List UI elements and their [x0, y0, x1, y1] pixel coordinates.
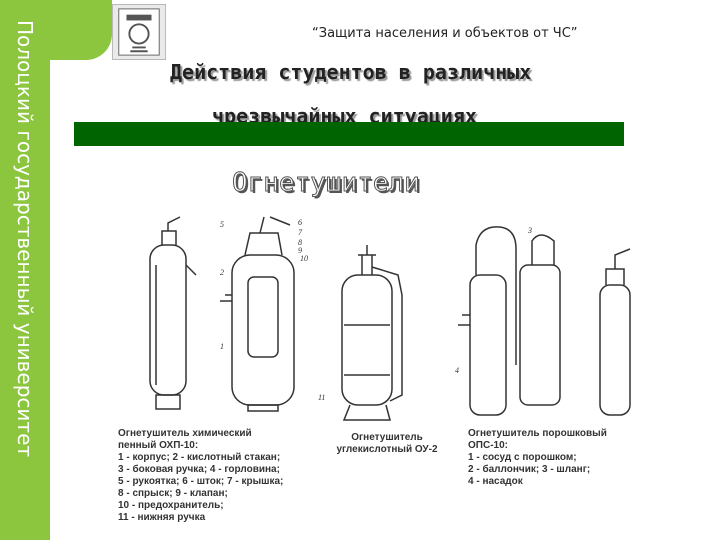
- extinguisher-ops10-icon: [458, 226, 561, 416]
- extinguisher-ohp10-left-icon: [149, 216, 197, 410]
- sidebar: Полоцкий государственный университет: [0, 0, 50, 540]
- caption-line: Огнетушитель: [351, 432, 423, 443]
- part-number-label: 4: [455, 366, 459, 375]
- part-number-label: 6: [298, 218, 302, 227]
- caption-line: 10 - предохранитель;: [118, 500, 224, 511]
- caption-line: 1 - сосуд с порошком;: [468, 452, 577, 463]
- part-number-label: 3: [527, 226, 532, 235]
- caption-ou2: Огнетушитель углекислотный ОУ-2: [322, 432, 452, 456]
- caption-line: 11 - нижняя ручка: [118, 512, 206, 523]
- caption-ops10: Огнетушитель порошковый ОПС-10: 1 - сосу…: [468, 428, 607, 488]
- part-number-label: 5: [220, 220, 224, 229]
- logo-emblem-icon: [118, 8, 160, 56]
- course-title: “Защита населения и объектов от ЧС”: [312, 26, 578, 41]
- part-number-label: 8: [298, 238, 302, 247]
- university-name: Полоцкий государственный университет: [13, 20, 37, 458]
- part-number-label: 9: [298, 246, 302, 255]
- caption-line: Огнетушитель химический: [118, 428, 252, 439]
- title-divider-bar: [50, 122, 624, 146]
- caption-line: углекислотный ОУ-2: [336, 444, 438, 455]
- top-accent: [50, 0, 112, 60]
- part-number-label: 1: [220, 342, 224, 351]
- caption-line: 4 - насадок: [468, 476, 523, 487]
- caption-ohp10: Огнетушитель химический пенный ОХП-10: 1…: [118, 428, 283, 524]
- caption-line: 1 - корпус; 2 - кислотный стакан;: [118, 452, 281, 463]
- caption-line: 8 - спрыск; 9 - клапан;: [118, 488, 228, 499]
- part-number-label: 10: [300, 254, 308, 263]
- caption-line: 5 - рукоятка; 6 - шток; 7 - крышка;: [118, 476, 284, 487]
- caption-line: 3 - боковая ручка; 4 - горловина;: [118, 464, 280, 475]
- extinguisher-ohp10-cutaway-icon: [220, 216, 295, 412]
- slide-title-line-1: Действия студентов в различных: [170, 60, 532, 84]
- caption-line: Огнетушитель порошковый: [468, 428, 607, 439]
- part-number-label: 11: [318, 393, 325, 402]
- caption-line: 2 - баллончик; 3 - шланг;: [468, 464, 591, 475]
- section-heading: Огнетушители: [232, 168, 421, 199]
- extinguisher-small-right-icon: [599, 248, 631, 416]
- caption-line: пенный ОХП-10:: [118, 440, 199, 451]
- extinguisher-ou2-icon: [341, 245, 403, 421]
- caption-line: ОПС-10:: [468, 440, 508, 451]
- part-number-label: 2: [220, 268, 224, 277]
- part-number-label: 7: [298, 228, 303, 237]
- university-logo: [112, 4, 166, 60]
